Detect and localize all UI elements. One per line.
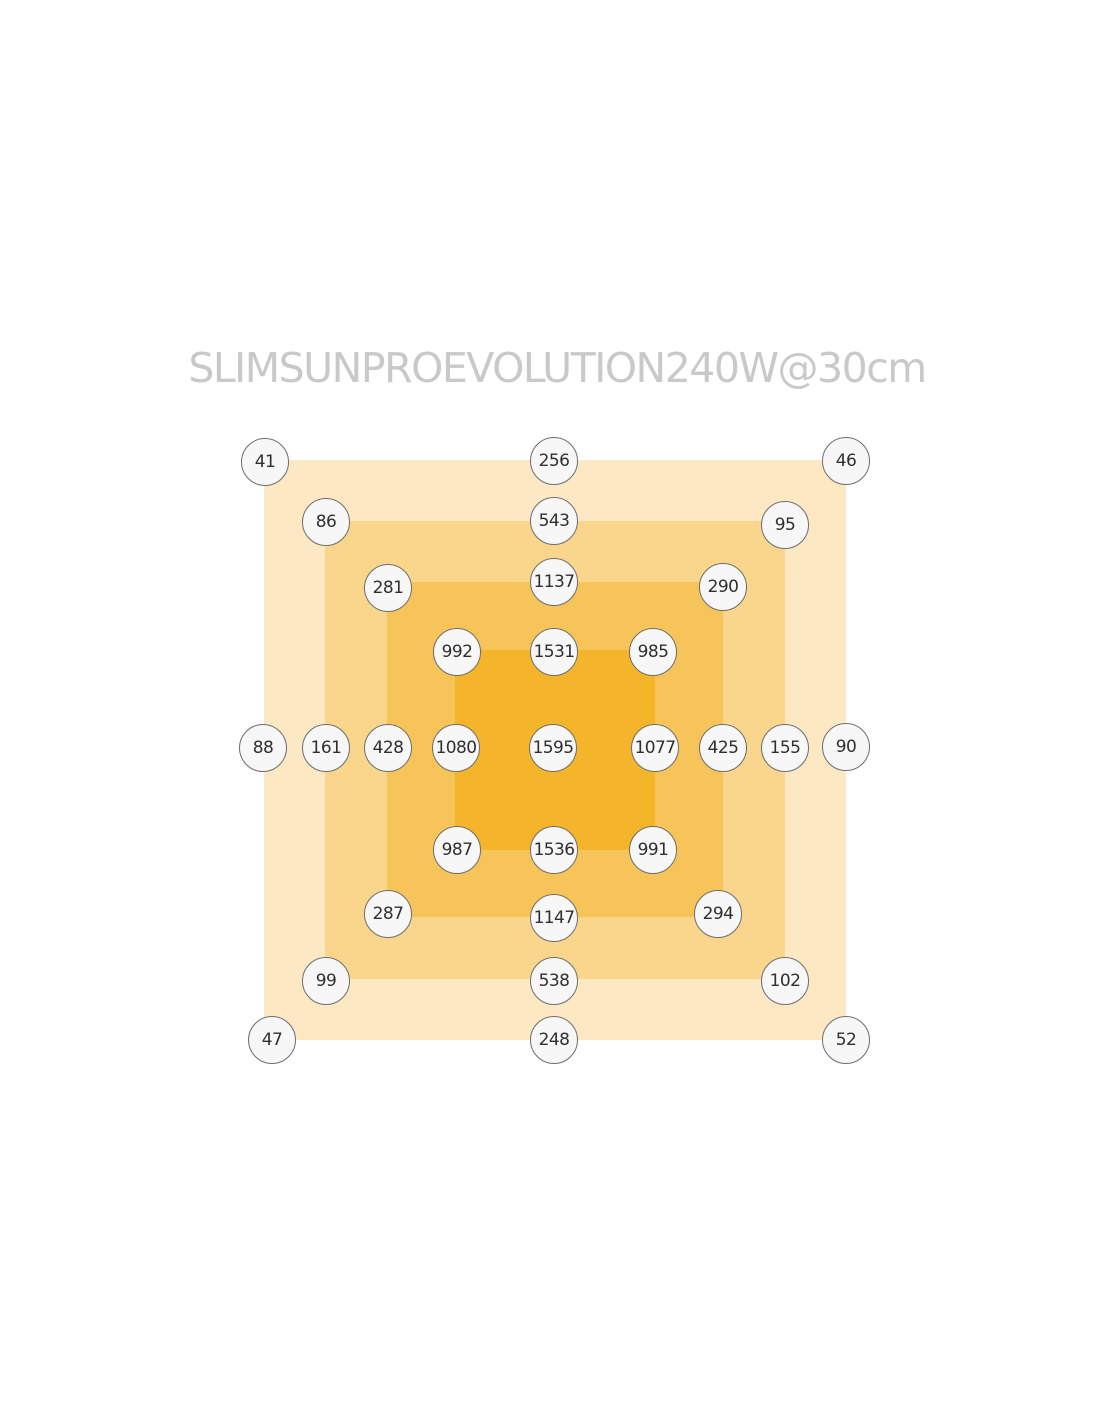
- measurement-point: 1077: [631, 724, 679, 772]
- measurement-point: 543: [530, 497, 578, 545]
- measurement-point: 90: [822, 723, 870, 771]
- measurement-point: 1080: [432, 724, 480, 772]
- measurement-point: 1595: [529, 724, 577, 772]
- diagram-title: SLIMSUNPROEVOLUTION240W@30cm: [188, 344, 927, 392]
- measurement-point: 1531: [530, 628, 578, 676]
- measurement-point: 428: [364, 724, 412, 772]
- measurement-point: 155: [761, 724, 809, 772]
- measurement-point: 1137: [530, 558, 578, 606]
- measurement-point: 161: [302, 724, 350, 772]
- measurement-point: 1536: [530, 826, 578, 874]
- measurement-point: 985: [629, 628, 677, 676]
- measurement-point: 1147: [530, 894, 578, 942]
- measurement-point: 992: [433, 628, 481, 676]
- measurement-point: 46: [822, 437, 870, 485]
- measurement-point: 294: [694, 890, 742, 938]
- measurement-point: 41: [241, 438, 289, 486]
- measurement-point: 52: [822, 1016, 870, 1064]
- measurement-point: 102: [761, 957, 809, 1005]
- measurement-point: 88: [239, 724, 287, 772]
- measurement-point: 425: [699, 724, 747, 772]
- measurement-point: 95: [761, 501, 809, 549]
- measurement-point: 281: [364, 564, 412, 612]
- measurement-point: 287: [364, 890, 412, 938]
- measurement-point: 256: [530, 437, 578, 485]
- measurement-point: 290: [699, 563, 747, 611]
- measurement-point: 538: [530, 957, 578, 1005]
- measurement-point: 991: [629, 826, 677, 874]
- measurement-point: 86: [302, 498, 350, 546]
- measurement-point: 987: [433, 826, 481, 874]
- measurement-point: 248: [530, 1016, 578, 1064]
- measurement-point: 99: [302, 957, 350, 1005]
- measurement-point: 47: [248, 1016, 296, 1064]
